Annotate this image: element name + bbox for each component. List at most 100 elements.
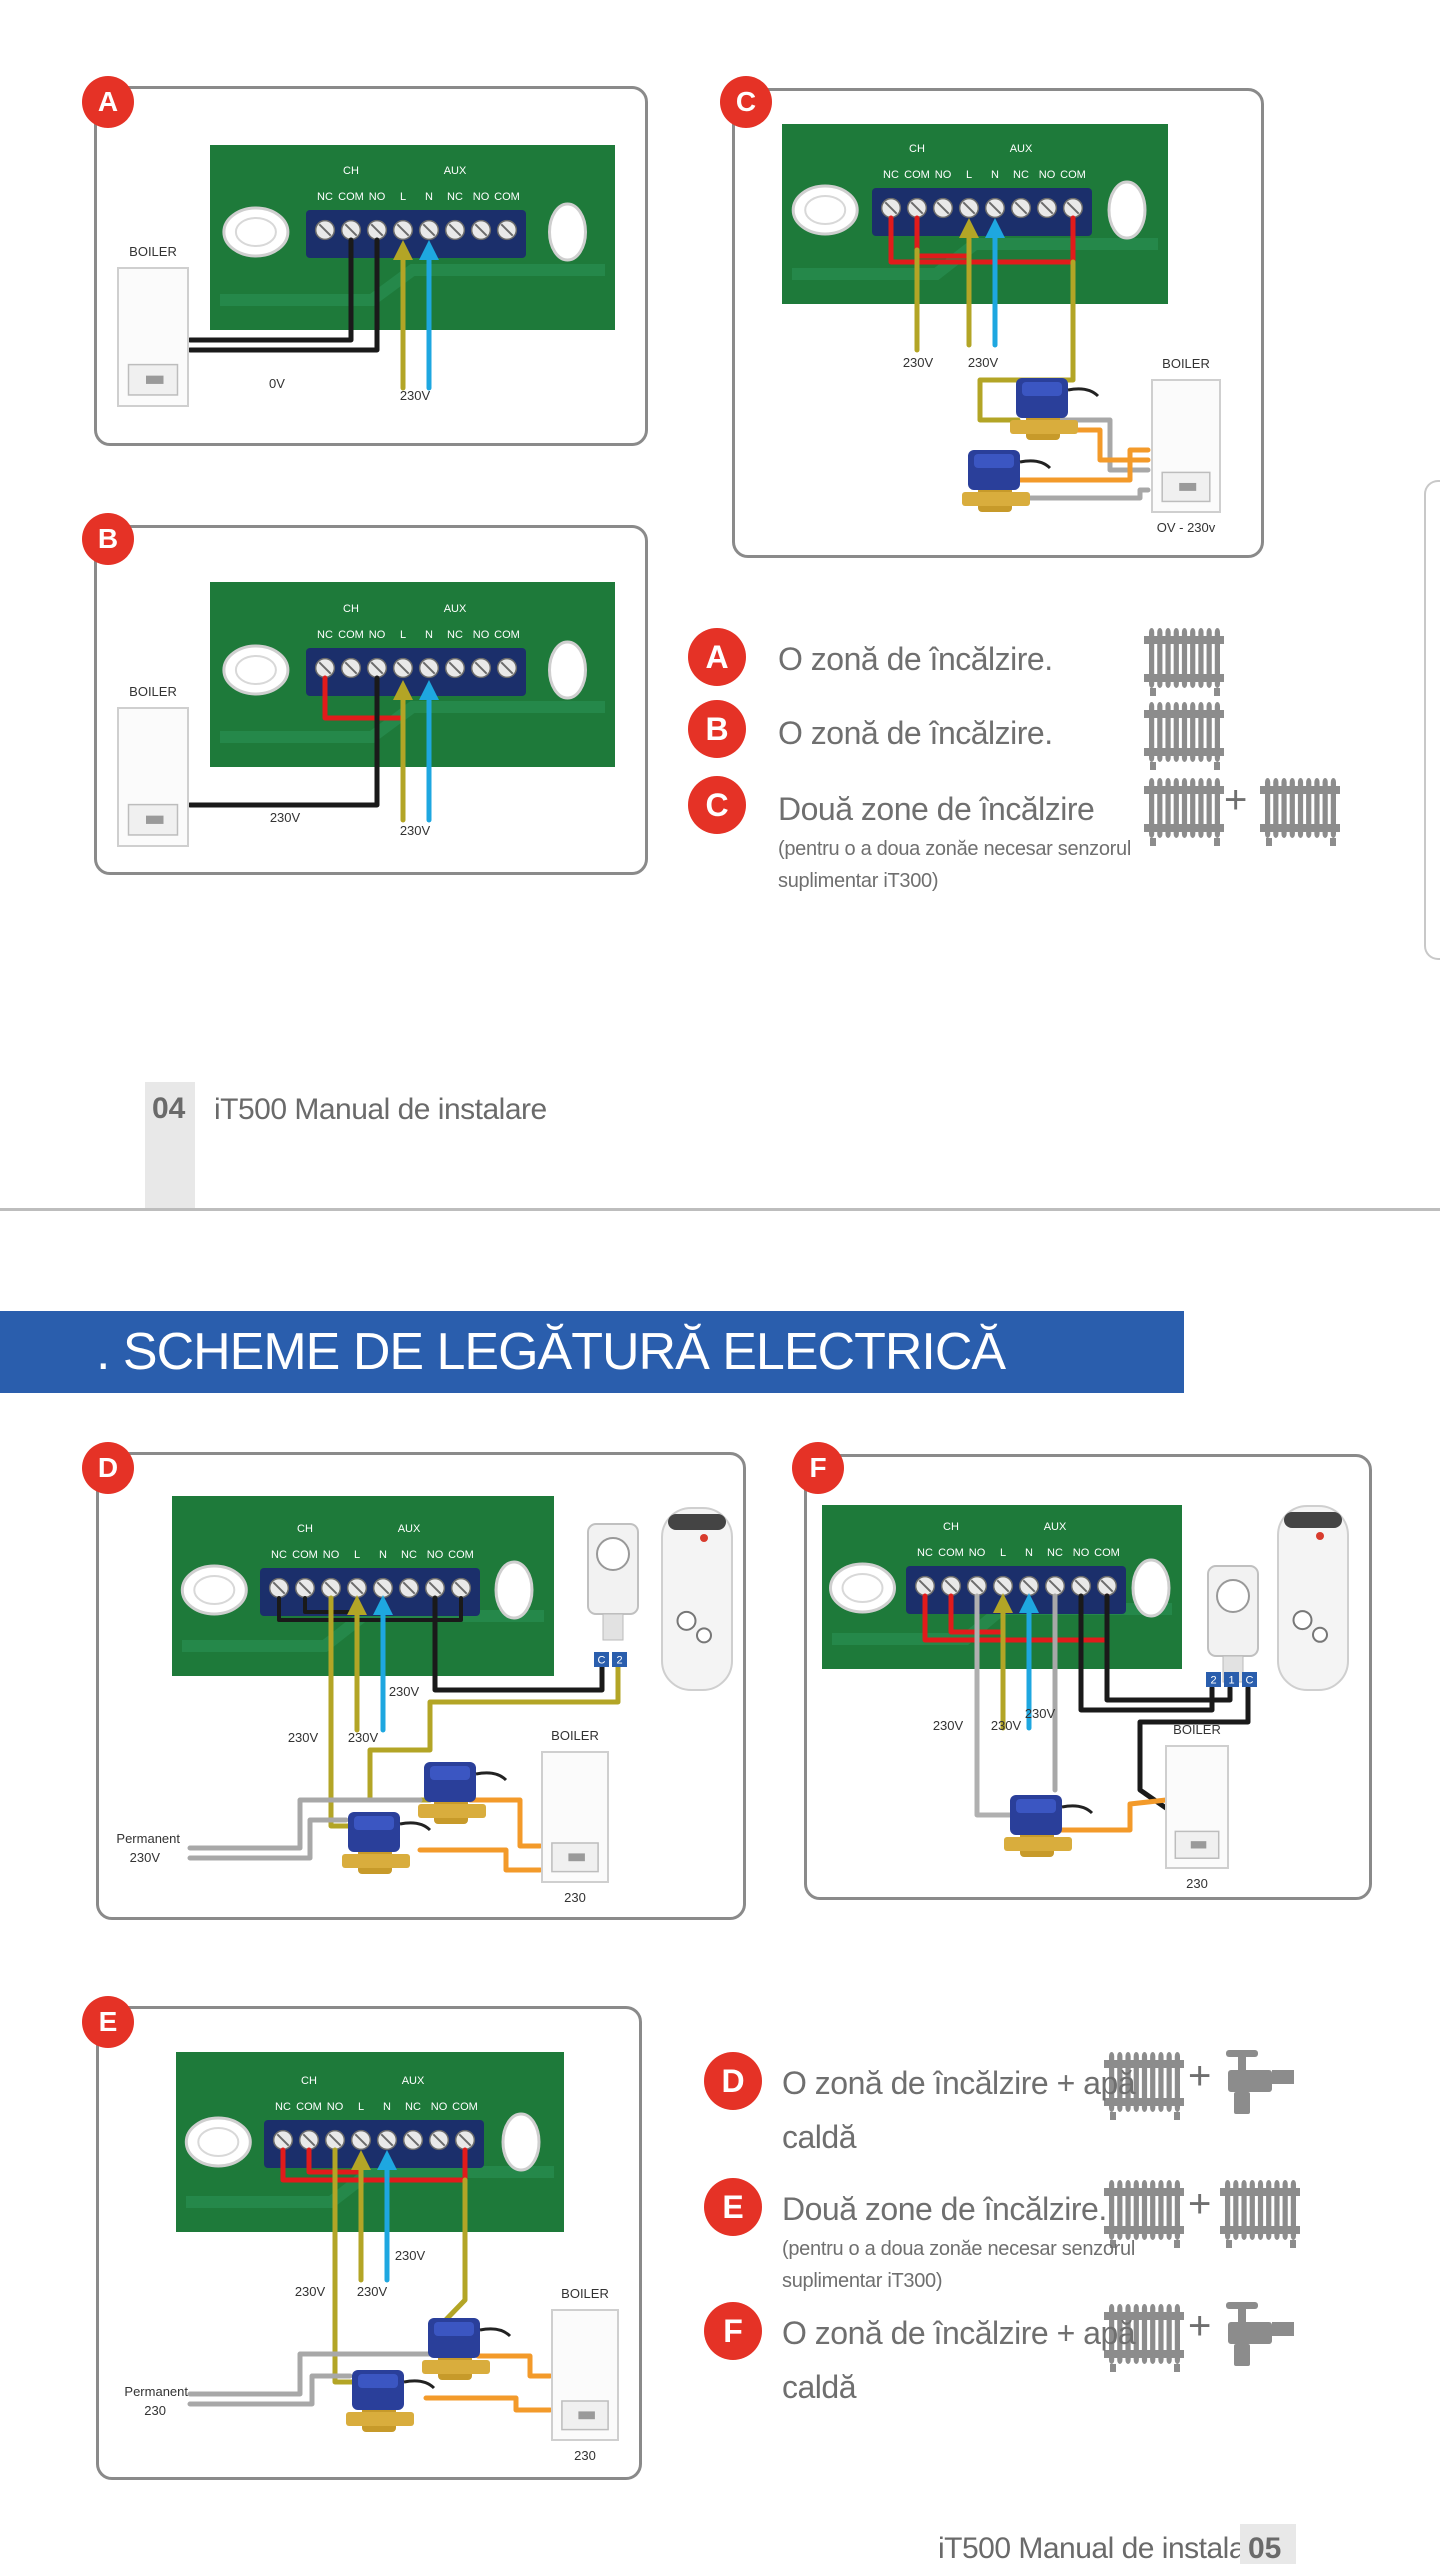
cylinder-port bbox=[676, 1610, 697, 1631]
wire-black-no bbox=[187, 675, 380, 808]
terminal-screw-slot bbox=[1074, 1579, 1088, 1593]
terminal-pin-label: NC bbox=[401, 1549, 417, 1561]
radiator-foot bbox=[1150, 838, 1156, 846]
wire-grey-zone bbox=[974, 1593, 1013, 1818]
terminal-group-aux: AUX bbox=[402, 2075, 425, 2087]
terminal-screw-slot bbox=[884, 201, 898, 215]
terminal-pin-label: COM bbox=[338, 191, 364, 203]
thermostat-dial bbox=[596, 1537, 630, 1571]
valve-actuator-top bbox=[1022, 382, 1062, 396]
valve-cable bbox=[1019, 459, 1052, 470]
terminal-screw-slot bbox=[350, 1581, 364, 1595]
voltage-label: 0V bbox=[269, 376, 285, 391]
radiator-pipe bbox=[1144, 786, 1224, 794]
radiator-icon-f bbox=[1104, 2304, 1184, 2372]
terminal-group-ch: CH bbox=[343, 165, 359, 177]
valve-actuator-top bbox=[358, 2374, 398, 2388]
terminal-pin-label: NO bbox=[473, 629, 490, 641]
terminal-screw-slot bbox=[302, 2133, 316, 2147]
legend-note-c-1: (pentru o a doua zonăe necesar senzorul bbox=[778, 838, 1131, 860]
badge-d: D bbox=[82, 1442, 134, 1494]
terminal-block bbox=[260, 1568, 480, 1616]
radiator-pipe bbox=[1144, 636, 1224, 644]
legend-badge-e: E bbox=[704, 2178, 762, 2236]
tap-stem bbox=[1238, 2054, 1246, 2070]
legend-plus-e: + bbox=[1188, 2182, 1212, 2226]
terminal-screw-slot bbox=[1066, 201, 1080, 215]
valve-actuator-top bbox=[354, 1816, 394, 1830]
page-number-top: 04 bbox=[152, 1092, 186, 1125]
terminal-screw-slot bbox=[406, 2133, 420, 2147]
terminal-screw-slot bbox=[380, 2133, 394, 2147]
terminal-screw-slot bbox=[988, 201, 1002, 215]
radiator-foot bbox=[1110, 2240, 1116, 2248]
terminal-screw-slot bbox=[458, 2133, 472, 2147]
terminal-screw-slot bbox=[428, 1581, 442, 1595]
voltage-label: 230V bbox=[968, 355, 999, 370]
wire-red-link bbox=[306, 2147, 364, 2175]
wire-grey-permanent bbox=[187, 2351, 433, 2397]
terminal-screw-slot bbox=[500, 223, 514, 237]
legend-note-c-2: suplimentar iT300) bbox=[778, 870, 939, 892]
terminal-block bbox=[264, 2120, 484, 2168]
valve-pipe bbox=[342, 1854, 410, 1868]
terminal-screw-slot bbox=[344, 223, 358, 237]
permanent-voltage-label: 230 bbox=[144, 2403, 166, 2418]
terminal-tag-label: C bbox=[598, 1655, 606, 1667]
valve-pipe bbox=[346, 2412, 414, 2426]
radiator-foot bbox=[1174, 2240, 1180, 2248]
terminal-pin-label: NO bbox=[427, 1549, 444, 1561]
radiator-pipe bbox=[1104, 2226, 1184, 2234]
valve-cable bbox=[475, 1771, 508, 1782]
cylinder-port bbox=[696, 1627, 712, 1644]
terminal-tag-d bbox=[612, 1652, 627, 1667]
terminal-pin-label: NO bbox=[369, 629, 386, 641]
terminal-screw-slot bbox=[1022, 1579, 1036, 1593]
terminal-pin-label: NO bbox=[1039, 169, 1056, 181]
terminal-block bbox=[906, 1566, 1126, 1614]
terminal-screw-slot bbox=[354, 2133, 368, 2147]
terminal-pin-label: NC bbox=[917, 1547, 933, 1559]
terminal-pin-label: NO bbox=[1073, 1547, 1090, 1559]
terminal-group-ch: CH bbox=[343, 603, 359, 615]
legend-badge-a: A bbox=[688, 628, 746, 686]
legend-badge-b: B bbox=[688, 700, 746, 758]
terminal-screw-slot bbox=[500, 661, 514, 675]
valve-cable bbox=[399, 1821, 432, 1832]
voltage-label: 230V bbox=[295, 2284, 326, 2299]
tap-icon-d bbox=[1226, 2050, 1294, 2114]
terminal-screw-slot bbox=[474, 661, 488, 675]
mounting-hole-left-inner bbox=[804, 195, 847, 225]
valve-cable bbox=[1061, 1804, 1094, 1815]
terminal-screw-slot bbox=[370, 223, 384, 237]
terminal-pin-label: L bbox=[400, 629, 406, 641]
wire-black-link bbox=[277, 1596, 463, 1622]
wire-orange bbox=[467, 1797, 543, 1849]
terminal-tag-f bbox=[1206, 1672, 1221, 1687]
radiator-foot bbox=[1214, 762, 1220, 770]
wire-black-switched bbox=[432, 1595, 605, 1693]
terminal-screw-slot bbox=[1048, 1579, 1062, 1593]
tap-icon-f bbox=[1226, 2302, 1294, 2366]
terminal-group-ch: CH bbox=[297, 1523, 313, 1535]
tap-body bbox=[1228, 2070, 1272, 2092]
radiator-foot bbox=[1110, 2112, 1116, 2120]
terminal-block bbox=[306, 648, 526, 696]
terminal-screw-slot bbox=[448, 661, 462, 675]
terminal-pin-label: NC bbox=[883, 169, 899, 181]
terminal-pin-label: NC bbox=[317, 191, 333, 203]
page-divider bbox=[0, 1208, 1440, 1211]
mounting-hole-right bbox=[548, 640, 587, 700]
radiator-pipe bbox=[1104, 2188, 1184, 2196]
wire-red-link bbox=[888, 215, 1076, 265]
wire-orange bbox=[1057, 427, 1151, 463]
terminal-screw-slot bbox=[454, 1581, 468, 1595]
terminal-pin-label: COM bbox=[1094, 1547, 1120, 1559]
terminal-group-aux: AUX bbox=[398, 1523, 421, 1535]
radiator-pipe bbox=[1144, 674, 1224, 682]
terminal-pin-label: COM bbox=[1060, 169, 1086, 181]
legend-note-e-1: (pentru o a doua zonăe necesar senzorul bbox=[782, 2238, 1135, 2260]
wire-black bbox=[1104, 1593, 1233, 1703]
boiler-label: BOILER bbox=[1162, 356, 1210, 371]
mounting-hole-left-inner bbox=[234, 217, 277, 247]
